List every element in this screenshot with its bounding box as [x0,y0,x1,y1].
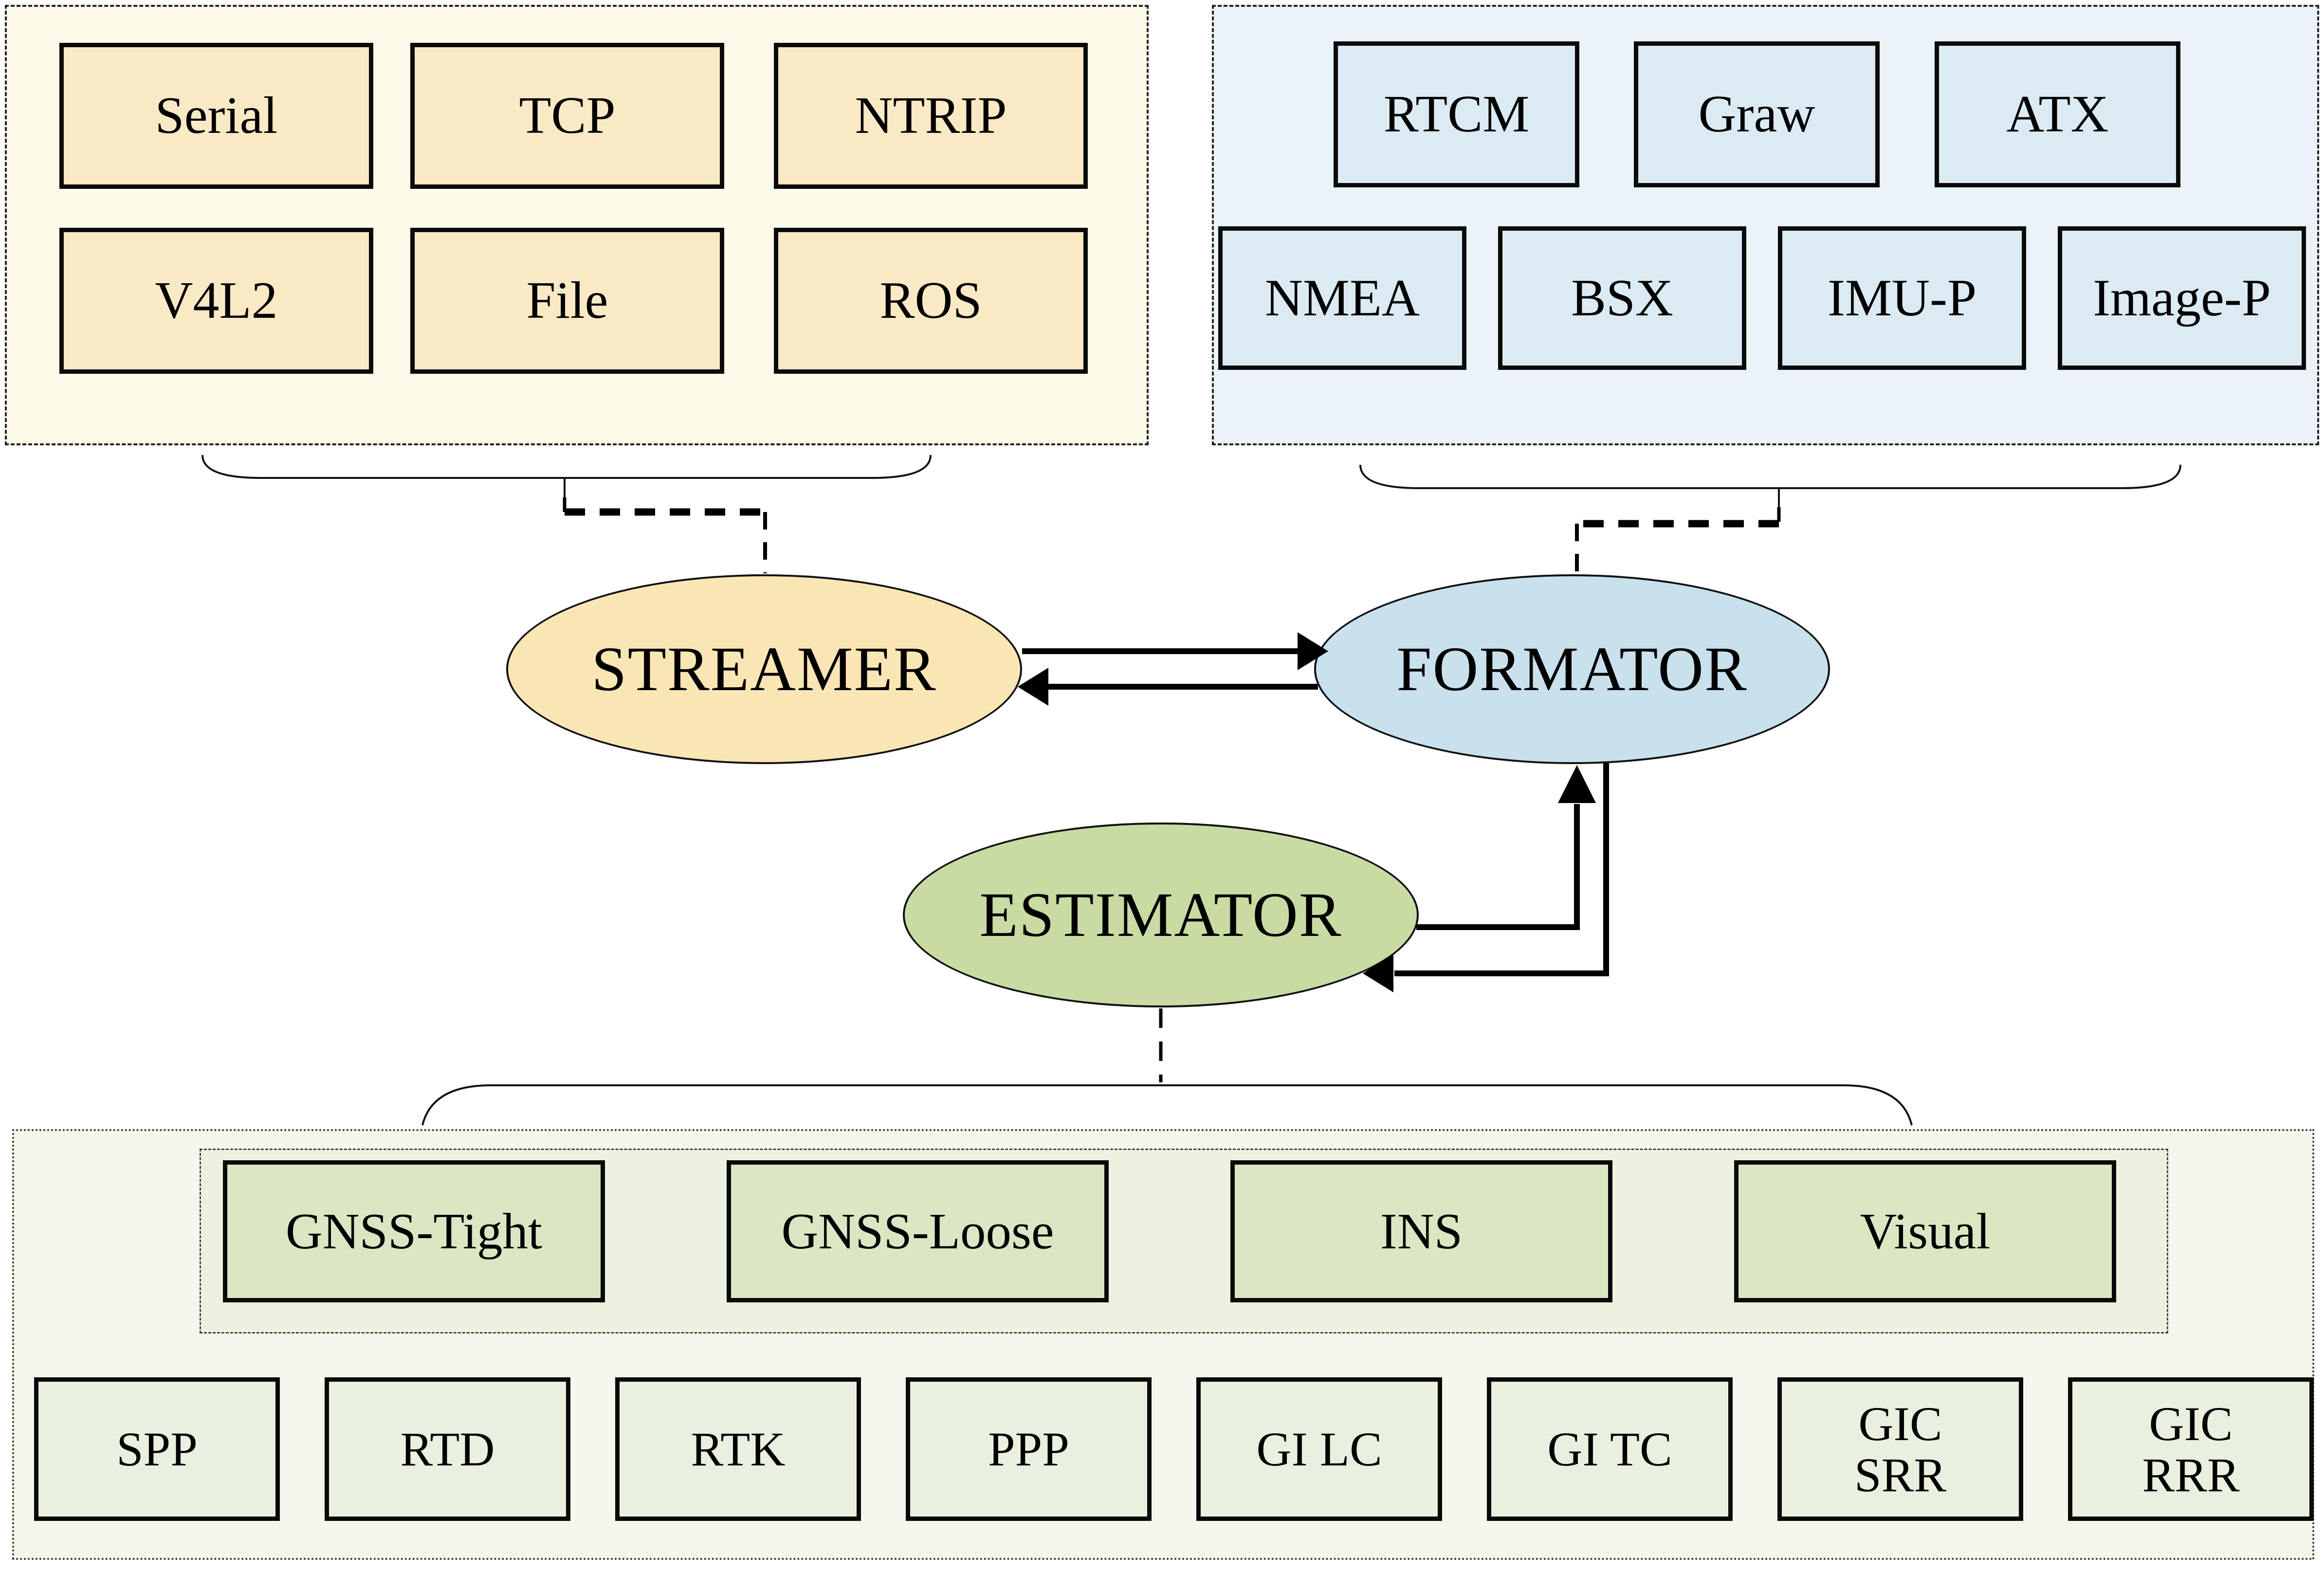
box-tcp: TCP [410,43,724,189]
formator-to-estimator-arrow [1363,763,1609,992]
estimator-ellipse: ESTIMATOR [903,823,1419,1007]
box-v4l2: V4L2 [59,228,373,374]
box-ppp: PPP [906,1377,1152,1521]
streamer-to-formator-arrow [1022,632,1328,670]
box-gi-lc: GI LC [1196,1377,1442,1521]
box-rtcm: RTCM [1334,41,1579,187]
bottom-brace [421,1084,1913,1126]
streamer-ellipse: STREAMER [506,574,1022,764]
formator-to-streamer-arrow [1018,668,1318,706]
box-atx: ATX [1935,41,2180,187]
box-serial: Serial [59,43,373,189]
box-ntrip: NTRIP [774,43,1088,189]
box-imu-p: IMU-P [1778,226,2026,370]
box-visual: Visual [1734,1160,2116,1302]
box-ros: ROS [774,228,1088,374]
box-spp: SPP [34,1377,280,1521]
estimator-to-formator-arrow [1416,765,1596,930]
box-nmea: NMEA [1218,226,1466,370]
box-gnss-tight: GNSS-Tight [223,1160,605,1302]
streamer-panel-link [563,497,767,573]
box-image-p: Image-P [2058,226,2306,370]
formator-panel-link [1575,507,1781,573]
box-bsx: BSX [1498,226,1746,370]
box-gic-srr: GIC SRR [1777,1377,2023,1521]
formator-ellipse: FORMATOR [1314,574,1830,764]
box-gic-rrr: GIC RRR [2068,1377,2314,1521]
box-ins: INS [1230,1160,1612,1302]
box-rtk: RTK [615,1377,861,1521]
box-file: File [410,228,724,374]
left-brace [201,455,932,497]
box-gnss-loose: GNSS-Loose [727,1160,1109,1302]
box-graw: Graw [1634,41,1880,187]
box-gi-tc: GI TC [1487,1377,1733,1521]
right-brace [1359,464,2181,507]
box-rtd: RTD [325,1377,570,1521]
